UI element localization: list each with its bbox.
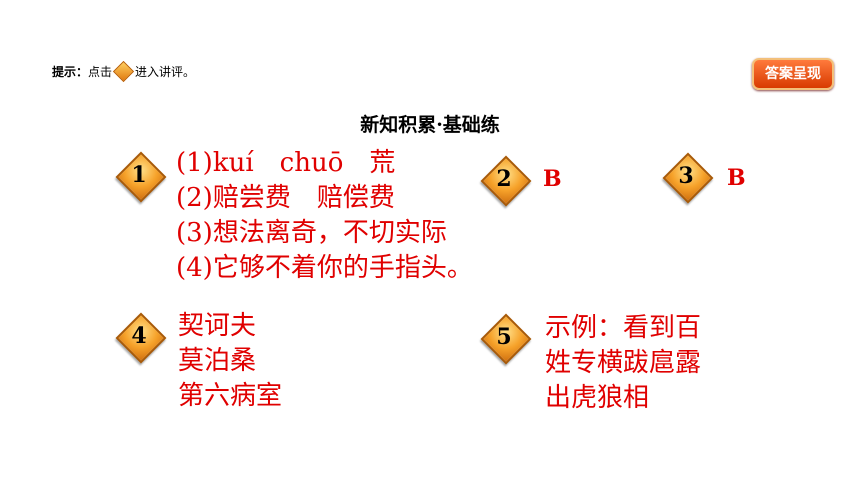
answer-line: 姓专横跋扈露 bbox=[545, 348, 702, 378]
hint-text-after: 进入讲评。 bbox=[135, 65, 196, 79]
question-number: 4 bbox=[131, 323, 147, 349]
question-5-badge[interactable]: 5 bbox=[480, 313, 532, 365]
answer-line: (1)kuí chuō 荒 bbox=[176, 148, 396, 178]
answer-2: B bbox=[543, 166, 562, 192]
question-3-badge[interactable]: 3 bbox=[662, 152, 714, 204]
answer-4: 契诃夫 莫泊桑 第六病室 bbox=[178, 309, 282, 414]
answer-line: (4)它够不着你的手指头。 bbox=[176, 253, 473, 283]
hint-label: 提示： bbox=[52, 65, 89, 79]
question-number: 3 bbox=[678, 163, 694, 189]
answer-line: 示例：看到百 bbox=[545, 313, 702, 343]
question-2-badge[interactable]: 2 bbox=[480, 155, 532, 207]
diamond-icon bbox=[112, 60, 135, 83]
question-4-badge[interactable]: 4 bbox=[115, 312, 167, 364]
answer-1: (1)kuí chuō 荒 (2)赔尝费 赔偿费 (3)想法离奇，不切实际 (4… bbox=[176, 146, 473, 286]
answer-3: B bbox=[727, 165, 746, 191]
answer-line: 莫泊桑 bbox=[178, 346, 257, 376]
answer-line: (3)想法离奇，不切实际 bbox=[176, 218, 447, 248]
answer-line: 出虎狼相 bbox=[545, 383, 650, 413]
hint-bar: 提示： 点击 进入讲评。 bbox=[52, 60, 196, 83]
hint-text-before: 点击 bbox=[88, 65, 113, 79]
question-number: 1 bbox=[131, 162, 147, 188]
question-number: 5 bbox=[496, 324, 512, 350]
answer-line: (2)赔尝费 赔偿费 bbox=[176, 183, 395, 213]
show-answer-button[interactable]: 答案呈现 bbox=[752, 58, 834, 90]
section-title: 新知积累·基础练 bbox=[360, 114, 500, 136]
question-number: 2 bbox=[496, 166, 512, 192]
answer-line: 第六病室 bbox=[178, 381, 283, 411]
question-1-badge[interactable]: 1 bbox=[115, 151, 167, 203]
answer-line: 契诃夫 bbox=[178, 311, 257, 341]
answer-5: 示例：看到百 姓专横跋扈露 出虎狼相 bbox=[545, 311, 701, 416]
